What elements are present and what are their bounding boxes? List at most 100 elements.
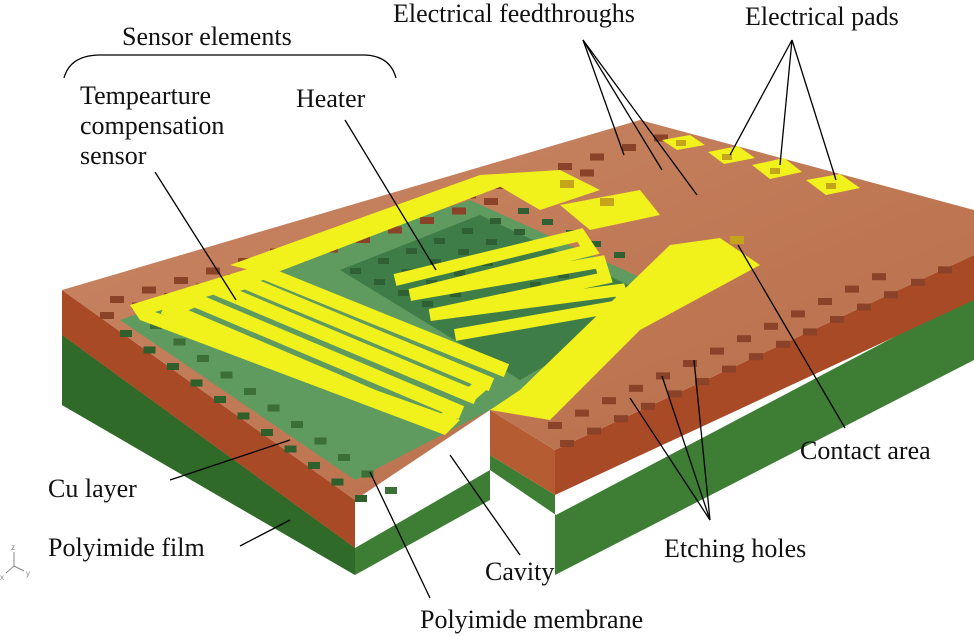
etching-hole xyxy=(120,330,132,337)
etching-hole xyxy=(314,437,327,445)
etching-hole xyxy=(791,310,805,318)
etching-hole xyxy=(237,412,250,420)
etching-hole xyxy=(197,355,209,362)
etching-hole xyxy=(710,347,724,355)
etching-hole xyxy=(361,470,374,478)
etching-hole xyxy=(220,371,233,379)
etching-hole xyxy=(458,249,469,255)
etching-hole xyxy=(558,163,572,170)
etching-hole xyxy=(490,218,501,224)
etching-hole xyxy=(374,279,385,285)
etching-hole xyxy=(388,226,402,234)
sensor-elements-bracket xyxy=(63,54,397,79)
etching-hole xyxy=(622,144,636,151)
etching-hole xyxy=(614,415,628,423)
etching-hole xyxy=(722,365,736,373)
heater-lead xyxy=(560,190,660,230)
sensor-lead-a xyxy=(230,175,505,275)
etching-hole xyxy=(683,360,697,367)
etching-hole xyxy=(284,445,297,453)
etching-hole xyxy=(749,353,763,361)
etching-hole xyxy=(764,322,778,330)
electrical-pads xyxy=(662,135,860,195)
etching-hole xyxy=(454,270,465,276)
etching-hole xyxy=(486,239,497,245)
etching-hole xyxy=(143,346,156,354)
etching-hole xyxy=(261,429,273,436)
etching-hole xyxy=(560,440,574,447)
label-temperature-sensor-line2: compensation xyxy=(80,111,224,140)
etching-hole xyxy=(884,291,898,299)
axis-y-label: y xyxy=(26,569,30,578)
etching-hole xyxy=(308,462,320,469)
axis-z-label: z xyxy=(11,543,15,552)
axis-x-label: x xyxy=(0,573,4,582)
etching-hole xyxy=(587,427,601,435)
etching-hole xyxy=(776,340,790,348)
etching-hole xyxy=(514,229,525,235)
etching-hole xyxy=(484,198,498,205)
etching-hole xyxy=(244,388,256,395)
etching-hole xyxy=(857,303,871,311)
etching-hole xyxy=(695,378,709,385)
etching-hole xyxy=(100,312,114,319)
etching-hole xyxy=(174,277,188,284)
label-cu-layer: Cu layer xyxy=(48,474,137,503)
etching-hole xyxy=(580,169,594,177)
etching-hole xyxy=(518,208,529,214)
etching-hole xyxy=(350,268,361,274)
etching-hole xyxy=(338,454,350,461)
etching-hole xyxy=(548,422,562,429)
label-etching-holes: Etching holes xyxy=(664,534,806,563)
etching-hole xyxy=(110,296,124,303)
etching-hole xyxy=(668,390,682,398)
label-polyimide-membrane: Polyimide membrane xyxy=(420,605,643,634)
cu-layer-sides xyxy=(62,255,974,548)
label-polyimide-film: Polyimide film xyxy=(48,533,205,562)
label-heater: Heater xyxy=(296,84,366,113)
etching-hole xyxy=(142,286,156,294)
etching-hole xyxy=(167,363,179,370)
etching-hole xyxy=(530,282,541,288)
etching-hole xyxy=(291,421,303,428)
label-temperature-sensor-line3: sensor xyxy=(80,141,147,170)
etching-hole xyxy=(430,259,441,265)
label-cavity: Cavity xyxy=(485,557,554,586)
etching-hole xyxy=(378,258,389,264)
axis-triad: z x y xyxy=(0,543,30,582)
etching-hole xyxy=(385,487,397,494)
etching-hole xyxy=(911,278,925,286)
etching-hole xyxy=(190,379,203,387)
etching-hole xyxy=(602,397,616,405)
etching-hole xyxy=(872,273,886,281)
label-electrical-feedthroughs: Electrical feedthroughs xyxy=(393,0,635,28)
etching-hole xyxy=(641,402,655,410)
etching-hole xyxy=(331,478,344,486)
polyimide-film-block xyxy=(62,295,974,575)
etching-hole xyxy=(206,267,220,275)
etching-hole xyxy=(422,301,433,307)
gold-traces xyxy=(130,170,760,435)
etching-hole xyxy=(398,290,409,296)
etching-hole xyxy=(450,291,461,297)
etching-hole xyxy=(452,207,466,215)
etching-hole xyxy=(356,236,370,243)
label-electrical-pads: Electrical pads xyxy=(745,2,899,31)
etching-hole xyxy=(462,228,473,234)
etching-hole xyxy=(542,219,553,225)
etching-hole xyxy=(803,328,817,336)
electrical-feedthroughs xyxy=(560,180,744,244)
etching-hole xyxy=(434,238,445,244)
etching-hole xyxy=(426,280,437,286)
etching-hole xyxy=(629,384,643,392)
etching-hole xyxy=(590,241,601,247)
etching-hole xyxy=(420,217,434,224)
etching-hole xyxy=(355,495,367,502)
etching-hole xyxy=(575,409,589,417)
etching-hole xyxy=(214,396,226,403)
etching-hole xyxy=(614,252,625,258)
etching-hole xyxy=(267,404,280,412)
etching-hole xyxy=(818,298,832,305)
etching-hole xyxy=(590,153,604,161)
